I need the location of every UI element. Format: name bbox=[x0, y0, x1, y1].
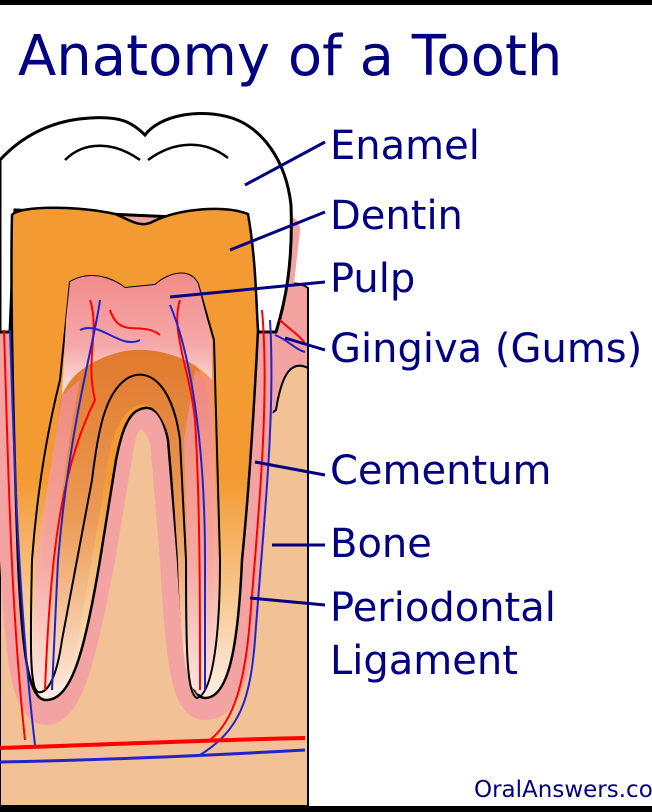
periodontal-leader bbox=[249, 596, 326, 607]
dentin-leader bbox=[229, 210, 326, 252]
page-title: Anatomy of a Tooth bbox=[18, 24, 562, 89]
top-border bbox=[0, 0, 652, 5]
label-cementum: Cementum bbox=[330, 448, 551, 494]
label-dentin: Dentin bbox=[330, 193, 463, 239]
label-periodontal: Periodontal bbox=[330, 585, 556, 631]
enamel-crown bbox=[0, 111, 293, 334]
pulp-canal-right bbox=[184, 370, 218, 694]
bottom-border bbox=[0, 806, 652, 812]
crown-groove bbox=[147, 143, 229, 162]
cementum-leader bbox=[254, 460, 326, 477]
label-gingiva: Gingiva (Gums) bbox=[330, 326, 642, 372]
label-ligament: Ligament bbox=[330, 638, 518, 684]
pulp-leader bbox=[169, 280, 326, 299]
enamel-leader bbox=[244, 140, 326, 187]
leader-lines bbox=[169, 140, 326, 607]
label-bone: Bone bbox=[330, 521, 432, 567]
gingiva-leader bbox=[284, 336, 326, 352]
footer-site: OralAnswers.com bbox=[474, 777, 652, 803]
blood-vessels bbox=[0, 299, 307, 764]
label-enamel: Enamel bbox=[330, 123, 480, 169]
crown-groove bbox=[64, 144, 141, 162]
label-pulp: Pulp bbox=[330, 256, 415, 302]
